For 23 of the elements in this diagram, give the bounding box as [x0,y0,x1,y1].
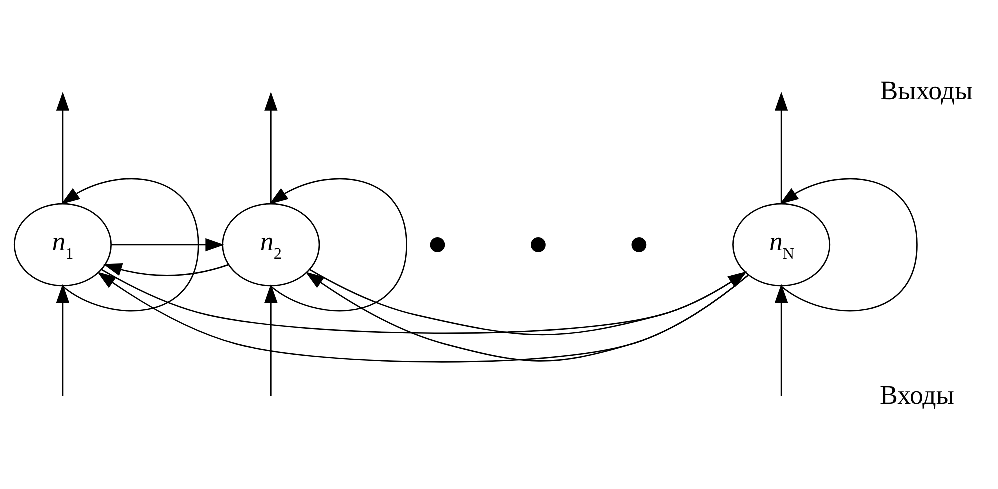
arrow [56,92,80,204]
arrow [100,268,747,334]
arrow [102,263,228,276]
node-ellipse: n$_{2}$ [222,202,320,286]
node-ellipse: n$_{1}$ [13,202,112,286]
arrow [56,178,199,312]
node-dot [631,237,646,252]
arrow [774,178,918,312]
label: Входы [880,380,954,410]
arrow [774,284,788,396]
arrow [56,284,70,396]
arrow [774,92,799,204]
arrow [110,238,224,252]
arrow [264,92,288,204]
arrow [309,268,747,335]
node-dot [530,237,546,252]
arrow [264,284,278,396]
arrow [305,271,748,362]
arrow [96,271,748,362]
arrow [264,178,407,312]
node-ellipse: n$_{N}$ [732,202,830,286]
label: Выходы [880,74,973,105]
node-dot [430,237,445,252]
